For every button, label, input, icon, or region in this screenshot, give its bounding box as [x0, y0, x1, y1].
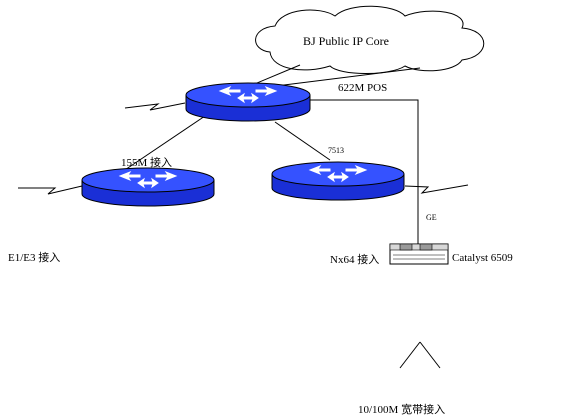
broadband-access-label: 10/100M 宽带接入 — [358, 402, 445, 416]
lightning-core — [124, 102, 186, 111]
cloud-icon — [255, 5, 485, 74]
link-core-to-cloud-2 — [259, 67, 421, 89]
stm1-link-label: 155M 接入 — [121, 156, 172, 169]
nx64-access-label: Nx64 接入 — [330, 253, 379, 266]
lightning-edge-left — [18, 185, 83, 195]
pos-link-label: 622M POS — [338, 82, 387, 94]
fanout-icon — [399, 341, 441, 369]
link-core-to-7513 — [274, 121, 331, 161]
link-core-to-switch — [310, 99, 419, 245]
e1e3-access-label: E1/E3 接入 — [8, 251, 60, 264]
router-core — [185, 82, 311, 122]
cloud-label: BJ Public IP Core — [303, 34, 389, 48]
router-model-label: 7513 — [328, 146, 344, 155]
switch-label: Catalyst 6509 — [452, 252, 513, 264]
lightning-7513-right — [404, 184, 469, 194]
router-edge — [81, 167, 215, 207]
switch-icon — [389, 243, 449, 265]
ge-link-label: GE — [426, 213, 437, 222]
router-7513 — [271, 161, 405, 201]
